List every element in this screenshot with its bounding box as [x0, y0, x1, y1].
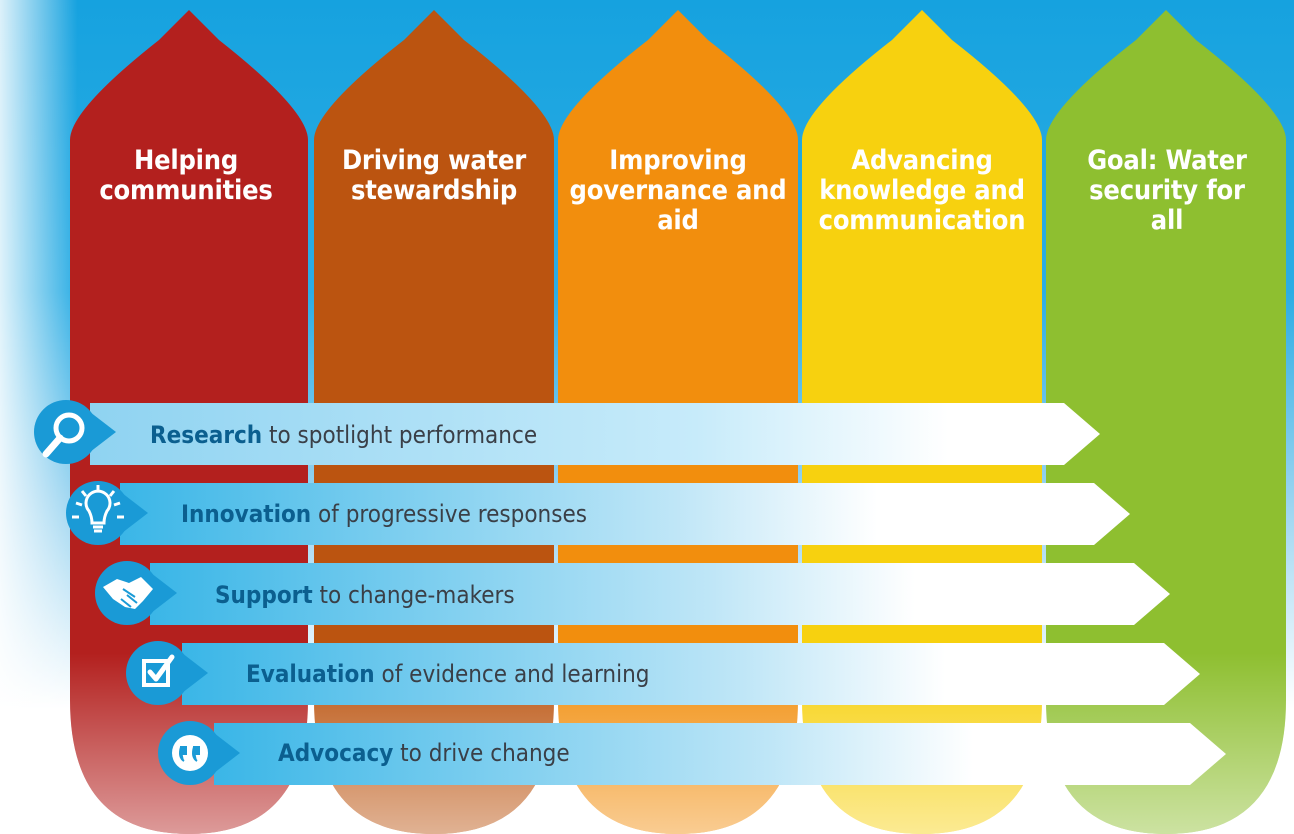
band-arrow-3	[150, 563, 1170, 625]
band-description: to spotlight performance	[262, 421, 538, 449]
band-keyword: Evaluation	[246, 660, 375, 688]
checkbox-icon	[126, 641, 208, 705]
band-description: of evidence and learning	[374, 660, 650, 688]
band-keyword: Advocacy	[278, 739, 394, 767]
band-description: of progressive responses	[311, 500, 587, 528]
column-title-advancing-knowledge: Advancing knowledge and communication	[818, 145, 1026, 236]
band-research: Research to spotlight performance	[150, 421, 537, 449]
band-description: to drive change	[393, 739, 570, 767]
band-arrow-1	[90, 403, 1100, 465]
band-keyword: Research	[150, 421, 263, 449]
band-description: to change-makers	[312, 581, 515, 609]
band-arrow-2	[120, 483, 1130, 545]
band-evaluation: Evaluation of evidence and learning	[246, 660, 650, 688]
bands-group	[90, 403, 1226, 785]
lightbulb-icon	[66, 481, 148, 545]
band-keyword: Support	[215, 581, 313, 609]
column-title-goal: Goal: Water security for all	[1087, 145, 1247, 236]
icon-badges	[34, 400, 240, 785]
band-arrow-4	[182, 643, 1200, 705]
column-title-driving-water-stewardship: Driving water stewardship	[341, 145, 527, 206]
band-advocacy: Advocacy to drive change	[278, 739, 570, 767]
band-arrow-5	[214, 723, 1226, 785]
band-innovation: Innovation of progressive responses	[181, 500, 587, 528]
handshake-icon	[95, 561, 177, 625]
column-title-improving-governance-and-aid: Improving governance and aid	[569, 145, 787, 236]
band-keyword: Innovation	[181, 500, 312, 528]
column-title-helping-communities: Helping communities	[99, 145, 273, 206]
magnifier-icon	[34, 400, 116, 464]
column-fade-5	[1046, 10, 1286, 834]
band-support: Support to change-makers	[215, 581, 515, 609]
quote-icon	[158, 721, 240, 785]
